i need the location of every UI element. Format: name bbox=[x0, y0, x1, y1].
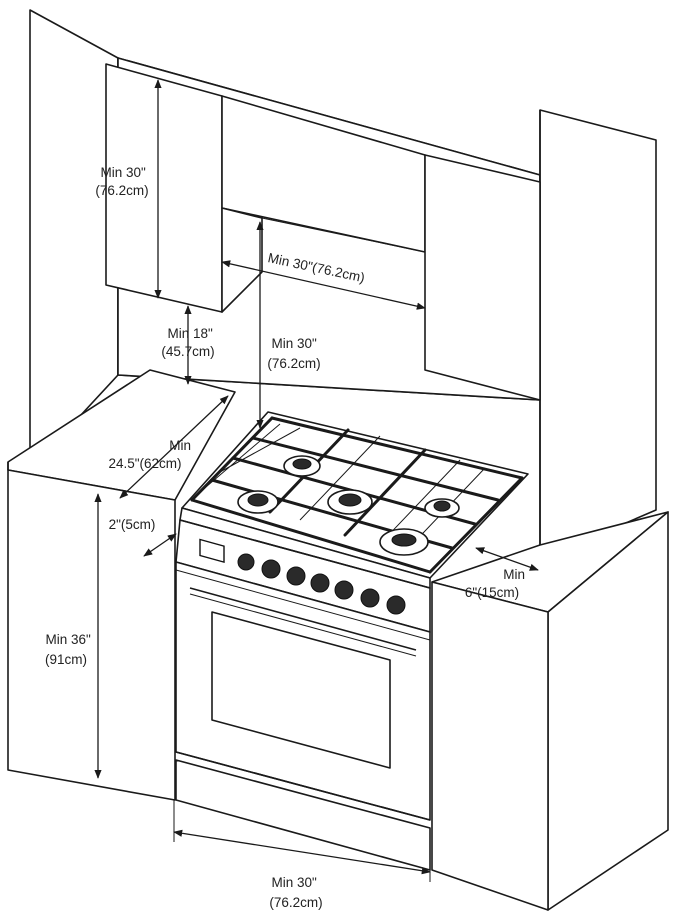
label-cooktop-to-hood: Min 30" (76.2cm) bbox=[267, 336, 320, 371]
label-counter-to-cabinet: Min 18" (45.7cm) bbox=[161, 326, 216, 359]
display-window bbox=[199, 538, 225, 564]
label-front-overhang: 2"(5cm) bbox=[109, 517, 156, 532]
label-counter-depth: Min 24.5"(62cm) bbox=[108, 438, 194, 471]
right-upper-cabinet bbox=[424, 154, 541, 401]
burner-front-left bbox=[237, 490, 279, 514]
burner-back-right bbox=[424, 498, 460, 518]
label-side-clearance: Min 6"(15cm) bbox=[465, 567, 529, 600]
dimension-lines bbox=[94, 79, 539, 882]
oven-window bbox=[211, 611, 391, 769]
burner-back-left bbox=[283, 455, 321, 477]
oven-door-handle bbox=[189, 587, 417, 651]
burner-front-right bbox=[379, 528, 429, 556]
label-upper-cabinet-height: Min 30" (76.2cm) bbox=[95, 165, 149, 198]
control-knobs bbox=[237, 553, 406, 615]
label-counter-height: Min 36" (91cm) bbox=[45, 632, 95, 667]
right-wall bbox=[539, 109, 657, 561]
label-range-width: Min 30" (76.2cm) bbox=[269, 875, 322, 910]
right-base-cabinet bbox=[431, 511, 669, 911]
burner-center bbox=[327, 489, 373, 515]
